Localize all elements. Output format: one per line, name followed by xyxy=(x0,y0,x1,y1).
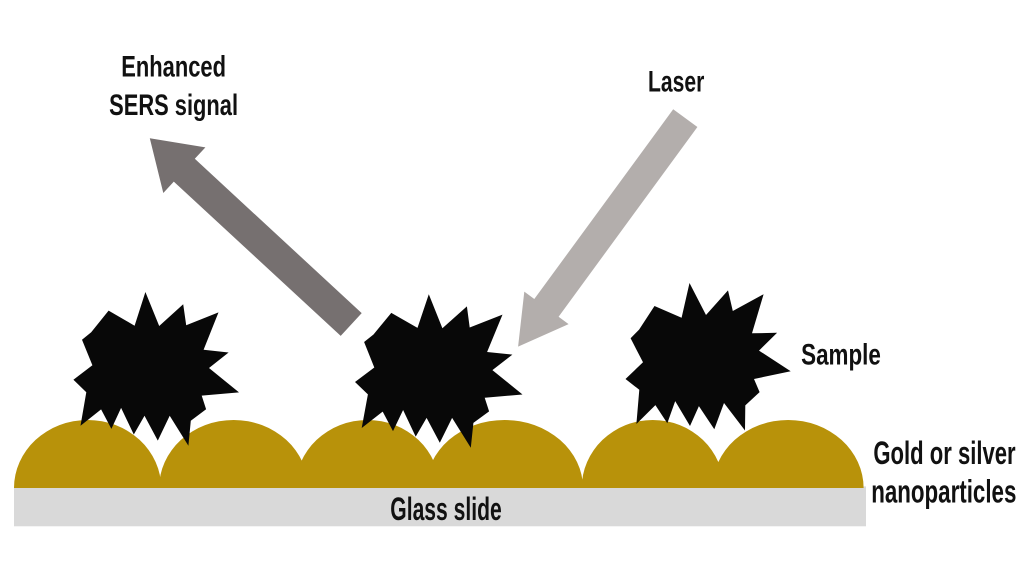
svg-text:Laser: Laser xyxy=(648,65,705,98)
svg-text:Gold or silver: Gold or silver xyxy=(873,434,1015,471)
svg-text:Sample: Sample xyxy=(801,338,881,371)
svg-text:nanoparticles: nanoparticles xyxy=(871,472,1016,509)
svg-text:Enhanced: Enhanced xyxy=(121,51,226,84)
svg-text:Glass slide: Glass slide xyxy=(390,490,501,527)
svg-text:SERS signal: SERS signal xyxy=(109,89,238,122)
